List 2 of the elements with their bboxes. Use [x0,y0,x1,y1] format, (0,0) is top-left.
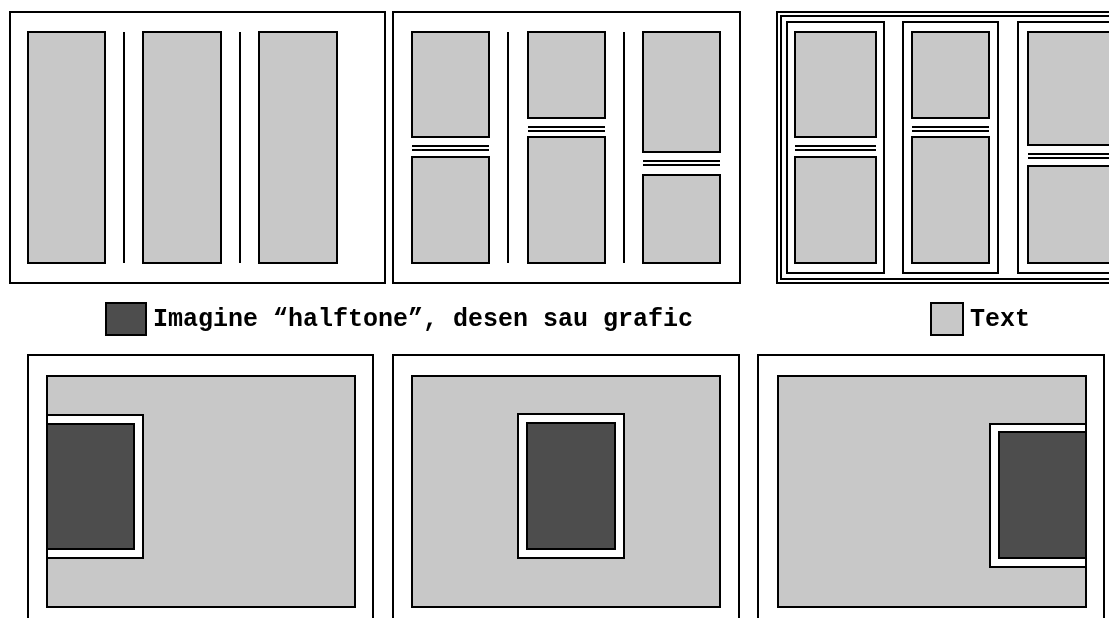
legend-text: Text [970,304,1030,334]
legend-text: Imagine “halftone”, desen sau grafic [153,304,694,334]
